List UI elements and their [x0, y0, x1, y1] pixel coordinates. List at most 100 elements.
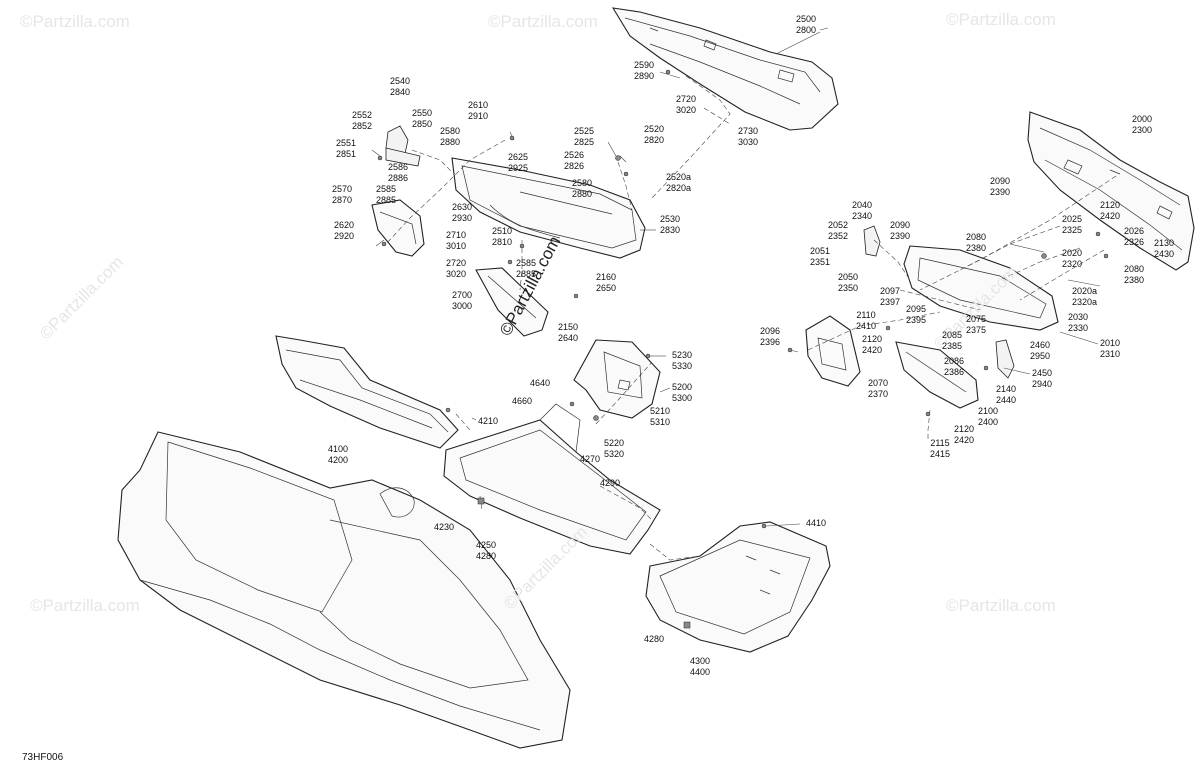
latch-bracket-2100[interactable] — [895, 341, 979, 409]
console-bracket-5200[interactable] — [573, 339, 661, 419]
callout-4640[interactable]: 4640 — [530, 378, 550, 389]
door-frame-2090[interactable] — [903, 245, 1059, 331]
callout-number: 2852 — [352, 121, 373, 131]
callout-4410[interactable]: 4410 — [806, 518, 826, 529]
rocker-panel-4100[interactable] — [275, 335, 459, 449]
callout-number: 2025 — [1062, 214, 1083, 224]
callout-number: 2590 — [634, 60, 655, 70]
hinge-bracket-2540[interactable] — [385, 125, 421, 167]
door-frame-2580[interactable] — [451, 157, 646, 259]
callout-4270[interactable]: 4270 — [580, 454, 600, 465]
callout-4230[interactable]: 4230 — [434, 522, 454, 533]
callout-number: 2030 — [1068, 312, 1089, 322]
floor-assembly-4300[interactable] — [645, 521, 831, 653]
floor-assembly-left[interactable] — [117, 431, 571, 749]
speaker-mount-2070[interactable] — [805, 315, 861, 387]
callout-number: 2150 — [558, 322, 579, 332]
callout-4290[interactable]: 4290 — [600, 478, 620, 489]
callout-4660[interactable]: 4660 — [512, 396, 532, 407]
callout-4210[interactable]: 4210 — [478, 416, 498, 427]
hinge-2040[interactable] — [863, 225, 881, 257]
handle-2460[interactable] — [995, 339, 1015, 379]
callout-4280[interactable]: 4280 — [644, 634, 664, 645]
mirror-bracket-2570[interactable] — [371, 199, 425, 257]
callout-number: 2320 — [1062, 259, 1083, 269]
watermark-bottom-left: ©Partzilla.com — [30, 596, 140, 615]
latch-bracket-2700[interactable] — [475, 267, 549, 337]
center-floor-4250[interactable] — [443, 403, 661, 555]
door-panel-2500[interactable] — [611, 7, 839, 131]
door-panel-2000[interactable] — [1027, 111, 1195, 271]
callout-number: 2720 — [676, 94, 697, 104]
